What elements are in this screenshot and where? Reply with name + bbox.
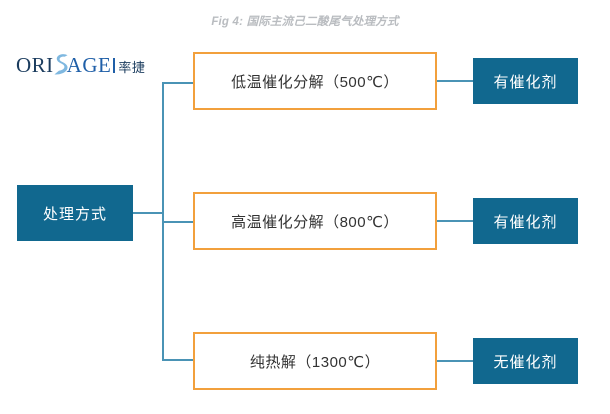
node-method-2[interactable]: 高温催化分解（800℃） <box>193 192 437 250</box>
connector-method-1-to-catalyst <box>437 80 473 82</box>
node-catalyst-2[interactable]: 有催化剂 <box>473 198 578 244</box>
figure-title: Fig 4: 国际主流己二酸尾气处理方式 <box>211 16 399 28</box>
logo-divider <box>113 58 116 73</box>
node-method-3[interactable]: 纯热解（1300℃） <box>193 332 437 390</box>
logo-text-cn: 率捷 <box>118 60 146 75</box>
node-catalyst-3[interactable]: 无催化剂 <box>473 338 578 384</box>
logo-text-ori: ORI <box>16 53 54 77</box>
connector-trunk-to-branch-2 <box>162 221 193 223</box>
node-root-treatment-method[interactable]: 处理方式 <box>17 185 133 241</box>
connector-method-2-to-catalyst <box>437 220 473 222</box>
connector-root-to-trunk <box>133 212 164 214</box>
s-swoosh-icon <box>53 50 68 75</box>
connector-method-3-to-catalyst <box>437 360 473 362</box>
connector-trunk-to-branch-3 <box>162 359 193 361</box>
orisage-logo: ORI AGE 率捷 <box>16 50 146 77</box>
connector-trunk-to-branch-1 <box>162 82 193 84</box>
node-method-1[interactable]: 低温催化分解（500℃） <box>193 52 437 110</box>
node-catalyst-1[interactable]: 有催化剂 <box>473 58 578 104</box>
logo-text-age: AGE <box>66 53 112 77</box>
